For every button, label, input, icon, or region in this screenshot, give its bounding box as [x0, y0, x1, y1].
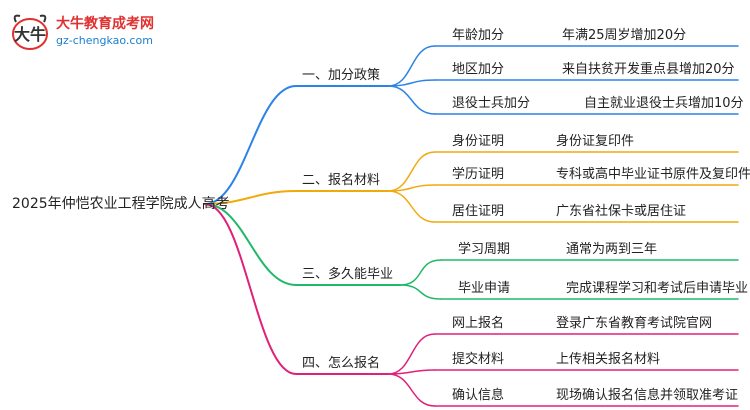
- item-value: 上传相关报名材料: [556, 352, 661, 367]
- item-connector: [399, 284, 442, 300]
- branch-label: 四、怎么报名: [302, 356, 381, 371]
- item-name: 年龄加分: [452, 28, 505, 43]
- branch-label: 二、报名材料: [302, 173, 381, 188]
- logo-url: gz-chengkao.com: [56, 34, 153, 47]
- branch-connector: [204, 190, 297, 205]
- item-name: 学习周期: [458, 242, 511, 257]
- item-connector: [387, 184, 436, 192]
- branch-label: 一、加分政策: [302, 68, 381, 83]
- item-name: 身份证明: [452, 134, 505, 149]
- item-name: 地区加分: [452, 62, 505, 77]
- logo-name: 大牛教育成考网: [56, 16, 154, 32]
- item-value: 年满25周岁增加20分: [562, 28, 687, 43]
- item-name: 退役士兵加分: [452, 96, 531, 111]
- item-value: 完成课程学习和考试后申请毕业: [566, 281, 749, 296]
- item-value: 现场确认报名信息并领取准考证: [556, 388, 739, 403]
- item-value: 登录广东省教育考试院官网: [556, 316, 713, 331]
- item-value: 身份证复印件: [556, 134, 635, 149]
- item-value: 自主就业退役士兵增加10分: [584, 96, 744, 111]
- svg-text:大牛: 大牛: [14, 25, 46, 44]
- item-value: 广东省社保卡或居住证: [556, 204, 687, 219]
- item-value: 通常为两到三年: [566, 242, 658, 257]
- item-connector: [387, 190, 436, 223]
- site-logo: 大牛 大牛教育成考网 gz-chengkao.com: [8, 10, 208, 54]
- branch-connector: [204, 203, 297, 375]
- item-connector: [387, 79, 436, 87]
- item-connector: [387, 45, 436, 87]
- item-connector: [387, 373, 436, 407]
- item-connector: [387, 333, 436, 375]
- branch-connector: [204, 85, 297, 205]
- bull-logo-icon: 大牛: [12, 14, 48, 50]
- item-name: 学历证明: [452, 167, 505, 182]
- item-connector: [399, 259, 442, 286]
- branch-connector: [204, 203, 297, 286]
- item-value: 来自扶贫开发重点县增加20分: [562, 62, 735, 77]
- item-name: 毕业申请: [458, 281, 511, 296]
- root-topic: 2025年仲恺农业工程学院成人高考: [12, 196, 230, 212]
- item-name: 确认信息: [452, 388, 505, 403]
- item-connector: [387, 151, 436, 192]
- item-name: 居住证明: [452, 204, 505, 219]
- item-name: 提交材料: [452, 352, 505, 367]
- branch-label: 三、多久能毕业: [302, 267, 394, 282]
- item-connector: [387, 85, 436, 115]
- item-value: 专科或高中毕业证书原件及复印件: [556, 167, 750, 182]
- item-name: 网上报名: [452, 316, 505, 331]
